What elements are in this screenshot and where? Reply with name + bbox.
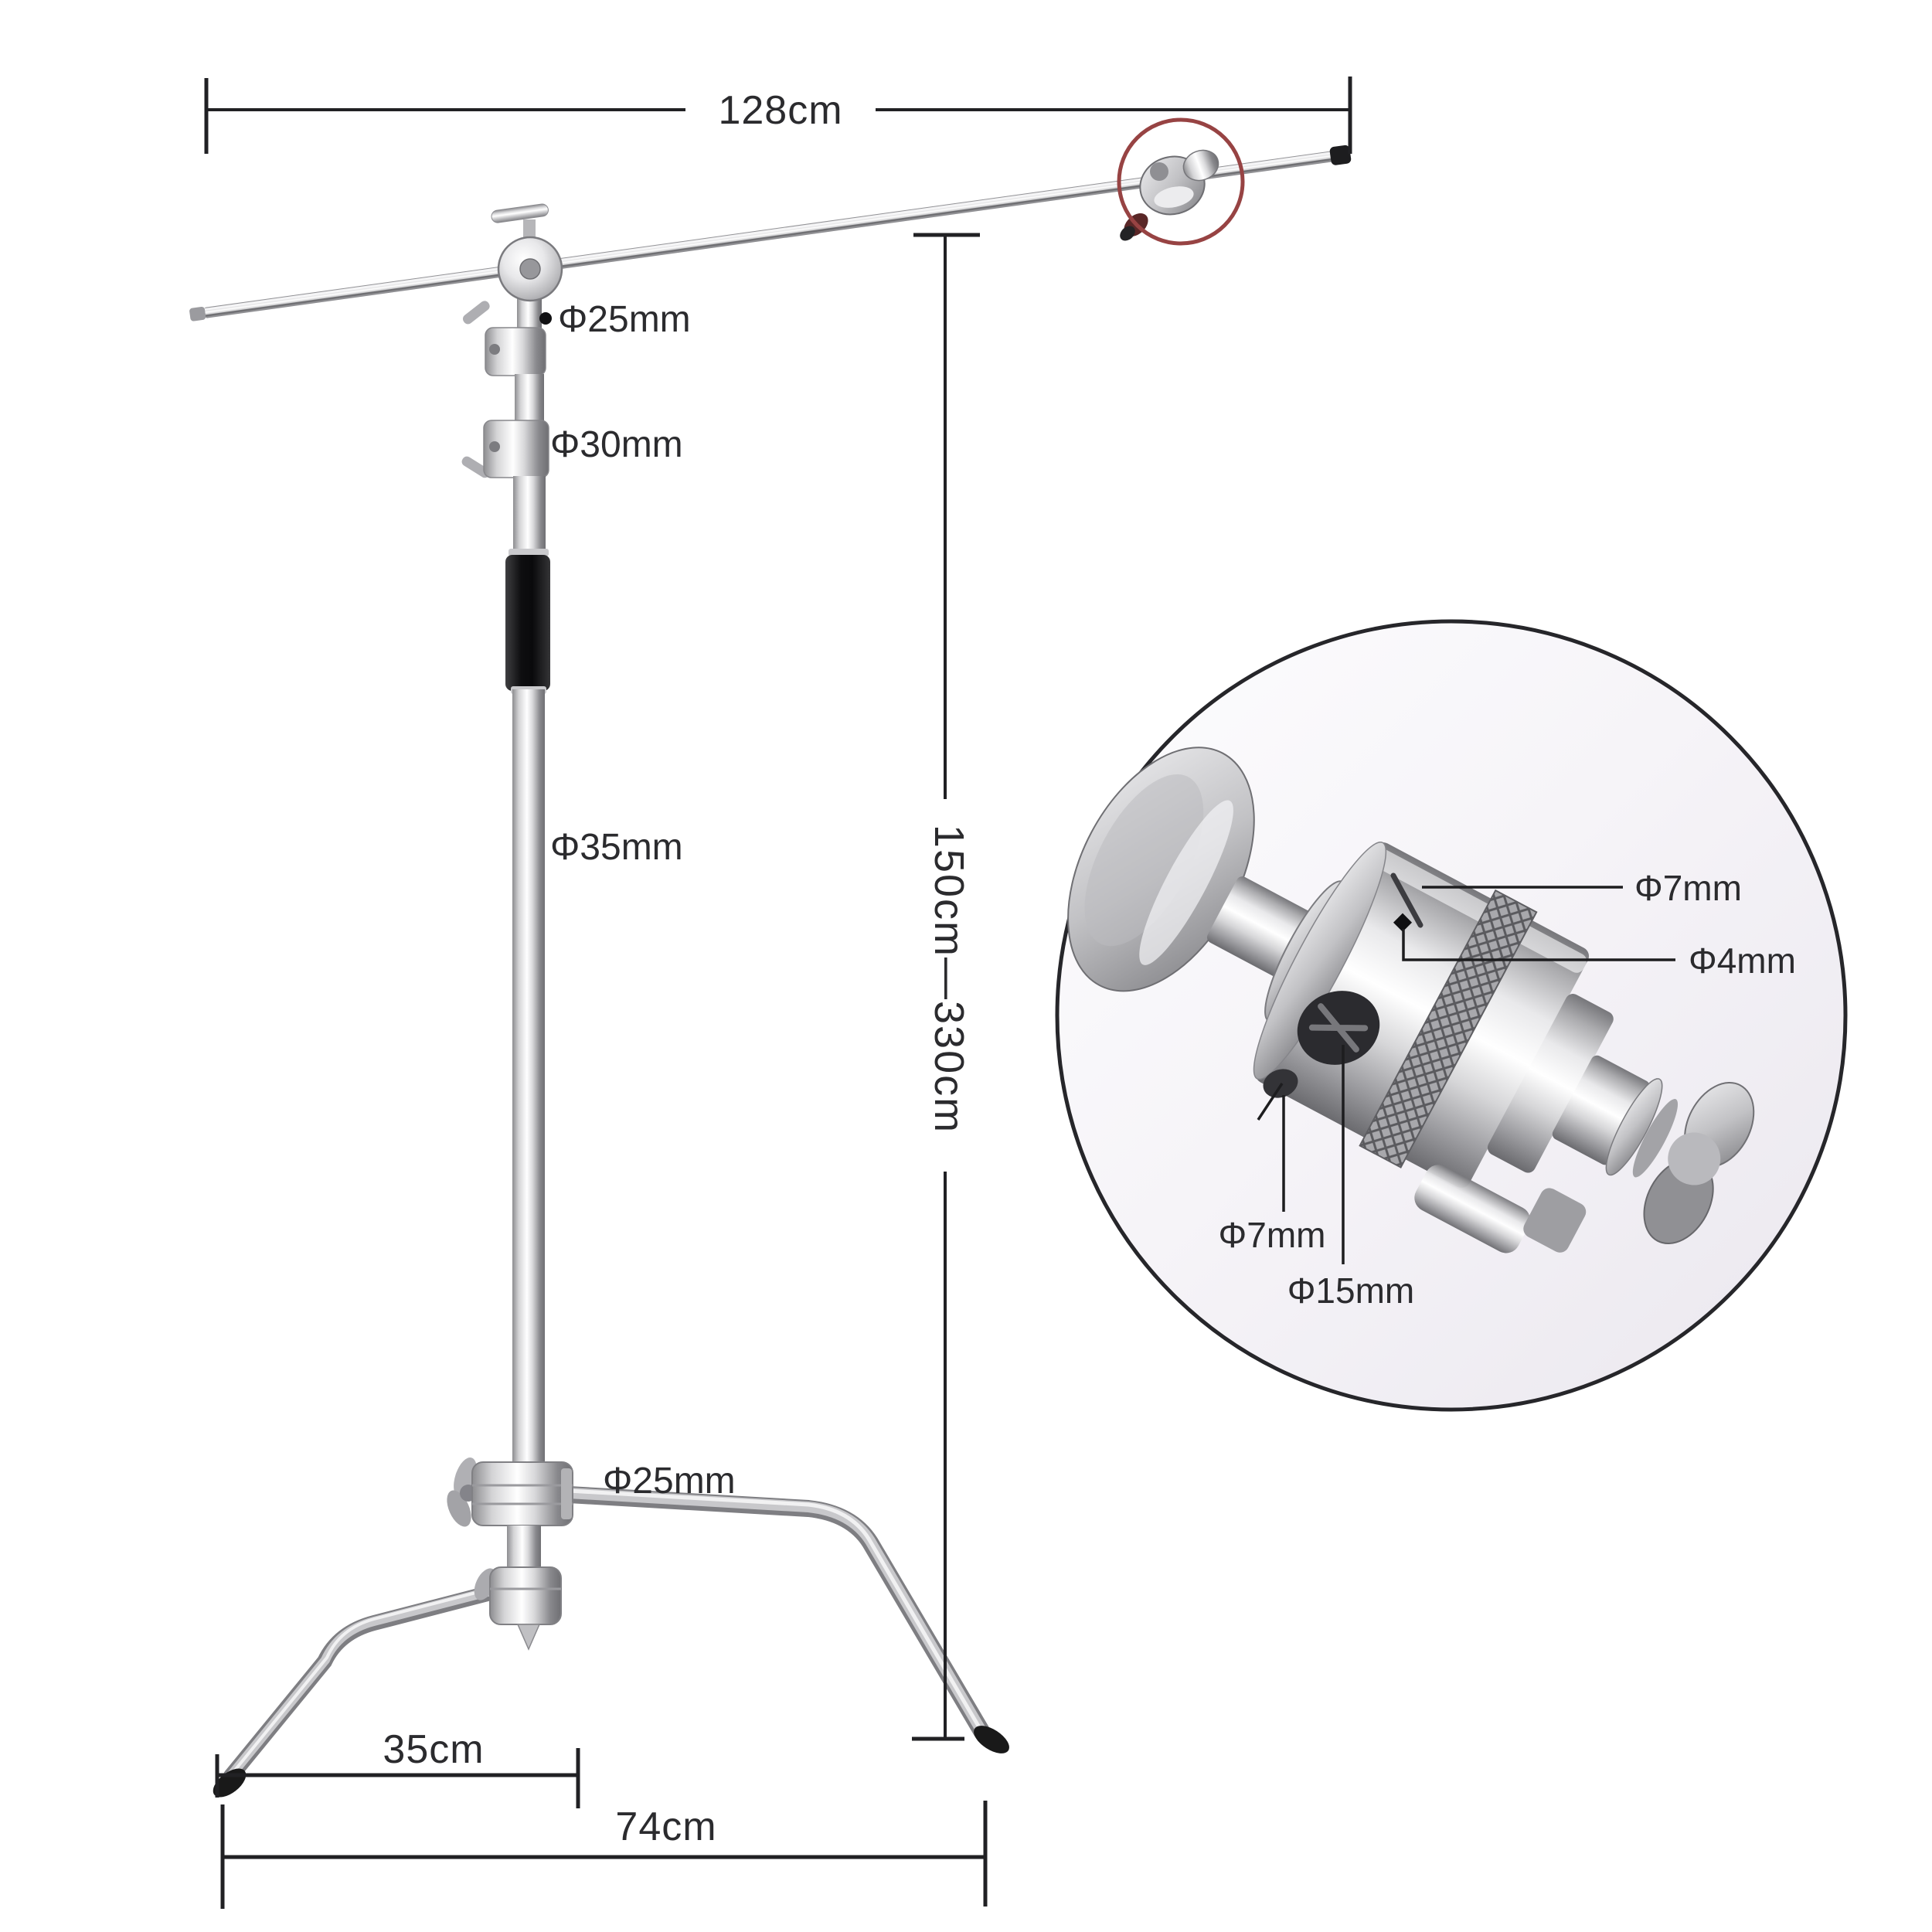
dimension-base-spread <box>220 1801 988 1909</box>
boom-grip-head <box>1120 149 1219 241</box>
bottom-bracket <box>1414 1165 1531 1253</box>
main-column-diameter-label: Φ35mm <box>550 827 683 868</box>
boom-diameter-label: Φ25mm <box>558 299 691 340</box>
collar-top <box>509 549 549 556</box>
upper-main-tube <box>513 476 546 556</box>
label-side-hole: Φ7mm <box>1219 1215 1326 1255</box>
boom-length-label: 128cm <box>718 88 842 133</box>
base <box>213 1458 1009 1798</box>
bracket-post <box>1523 1188 1587 1253</box>
dimension-leg-reach <box>215 1748 580 1808</box>
leg-left <box>223 1581 513 1784</box>
small-wing-knob <box>1643 1082 1755 1245</box>
base-spread-label: 74cm <box>615 1804 716 1849</box>
knob-highlight <box>1139 800 1233 965</box>
label-pin-hole: Φ4mm <box>1689 940 1796 981</box>
column <box>461 291 550 1464</box>
base-riser-diameter-label: Φ25mm <box>603 1461 736 1502</box>
body-left-face <box>1253 841 1387 1080</box>
foam-grip <box>505 555 550 691</box>
washer-small-2 <box>1632 1099 1679 1178</box>
base-riser-tube <box>507 1526 541 1569</box>
base-pin-tip <box>516 1624 541 1651</box>
dimension-height-range <box>912 233 980 1741</box>
leg-reach-label: 35cm <box>383 1727 484 1772</box>
knuckle-upper <box>462 301 546 376</box>
boom-mount <box>491 203 563 302</box>
base-knuckle-bottom <box>474 1566 562 1625</box>
body-neck <box>1552 1055 1650 1165</box>
height-range-label: 150cm—330cm <box>926 825 972 1134</box>
body-step <box>1487 994 1614 1173</box>
washer-small-1 <box>1605 1078 1663 1176</box>
t-handle <box>491 203 549 223</box>
dimension-annotations <box>204 77 1352 1909</box>
leg-right <box>560 1486 990 1740</box>
knob-shading <box>1084 774 1204 947</box>
detail-view: Φ7mm Φ4mm Φ7mm Φ15mm <box>1055 619 1848 1412</box>
leader-pin-hole <box>1402 929 1675 961</box>
highlight-circle <box>1117 117 1245 246</box>
top-seam <box>1390 872 1423 928</box>
mid-tube <box>515 374 544 422</box>
boom-diameter-dot <box>539 312 552 325</box>
pin-hole-dot <box>1393 913 1413 932</box>
main-column-tube <box>512 689 545 1464</box>
boom-left-cap <box>189 306 206 321</box>
base-knuckle-top <box>447 1458 573 1527</box>
label-top-hole: Φ7mm <box>1634 868 1742 908</box>
label-center-hole: Φ15mm <box>1287 1270 1415 1311</box>
leader-side-hole <box>1257 1083 1285 1212</box>
body-highlight <box>1369 847 1587 973</box>
knuckle-lower <box>461 420 549 478</box>
foot-right <box>974 1726 1009 1753</box>
boom-arm <box>189 145 1352 321</box>
dimension-labels: 128cm 150cm—330cm 35cm 74cm Φ25mm Φ30mm … <box>383 88 972 1849</box>
dimension-boom-length <box>204 77 1352 154</box>
center-hole <box>1297 991 1380 1065</box>
boom-right-cap <box>1329 145 1352 165</box>
upper-column-diameter-label: Φ30mm <box>550 424 683 465</box>
disc-hub <box>519 258 541 280</box>
c-stand-illustration <box>189 145 1352 1798</box>
